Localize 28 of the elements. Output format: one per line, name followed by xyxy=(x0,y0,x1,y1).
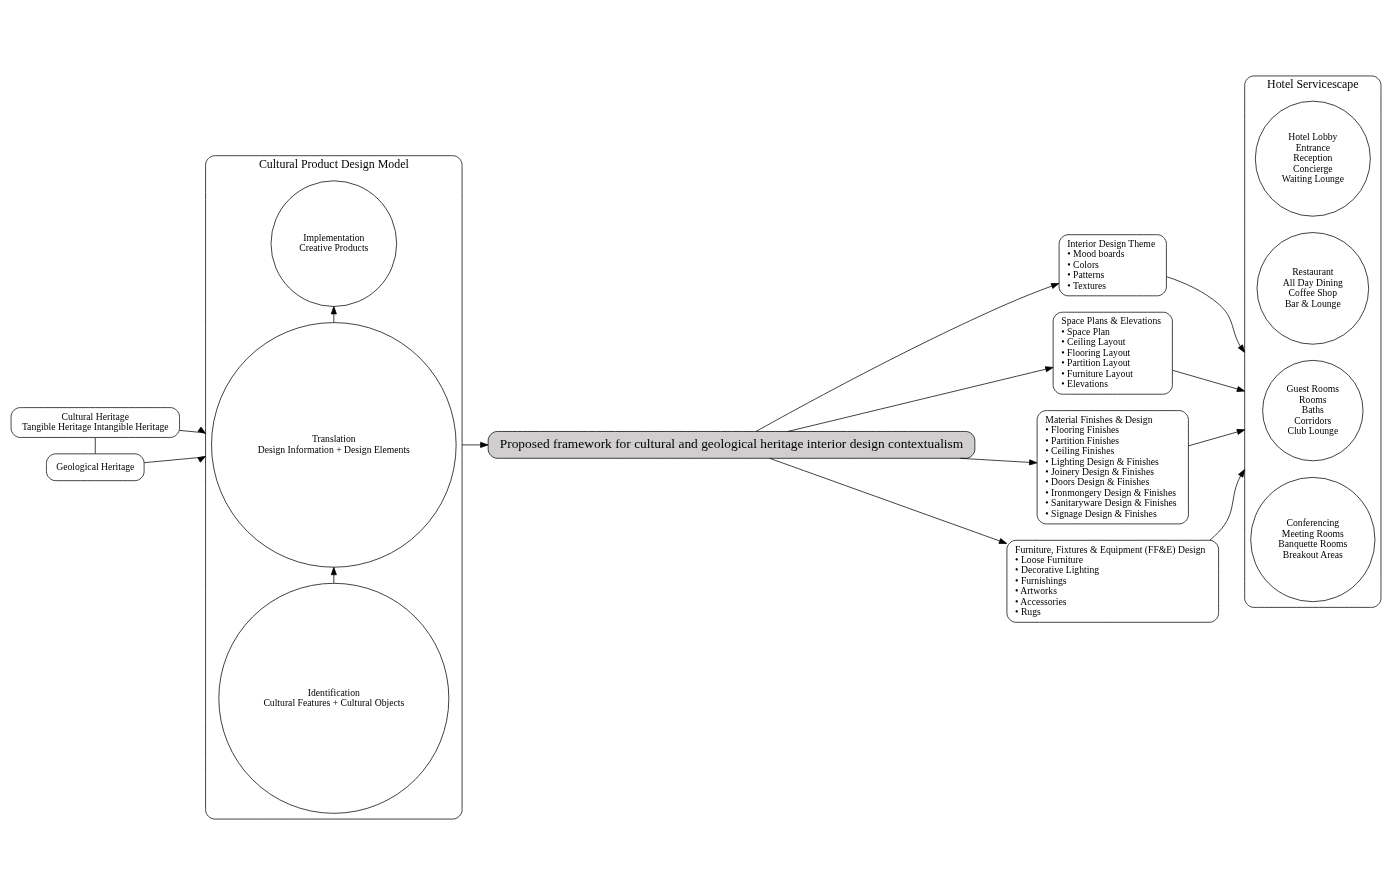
arrow xyxy=(769,457,1008,544)
arrow xyxy=(1209,468,1246,541)
node-box: Proposed framework for cultural and geological heritage interior design contextualism xyxy=(487,430,976,459)
node-circle: Translation Design Information + Design Elements xyxy=(211,321,457,568)
arrow xyxy=(1188,428,1246,446)
arrow xyxy=(1166,275,1246,353)
node-box: Material Finishes & Design • Flooring Finishes • Partition Finishes • Ceiling Finishes • Lighting Design & Finishes • Joinery Design & Finishes • Doors Design & Finishes • Ironmongery Design & Finishes • Sanitaryware Design & Finishes • Signage Design & Finishes xyxy=(1036,409,1189,524)
node-circle: Conferencing Meeting Rooms Banquette Rooms Breakout Areas xyxy=(1250,476,1376,602)
node-circle: Restaurant All Day Dining Coffee Shop Bar & Lounge xyxy=(1256,231,1370,345)
arrow xyxy=(143,455,206,463)
arrow xyxy=(959,457,1038,465)
node-circle: Identification Cultural Features + Cultural Objects xyxy=(218,582,450,814)
node-circle: Guest Rooms Rooms Baths Corridors Club Lounge xyxy=(1262,359,1364,461)
node-box: Geological Heritage xyxy=(46,452,145,481)
node-circle: Implementation Creative Products xyxy=(270,179,398,307)
node-circle: Hotel Lobby Entrance Reception Concierge Waiting Lounge xyxy=(1254,100,1371,217)
arrow xyxy=(461,441,489,448)
connector xyxy=(94,436,96,454)
arrow xyxy=(787,365,1054,432)
node-box: Space Plans & Elevations • Space Plan • Ceiling Layout • Flooring Layout • Partition Layout • Furniture Layout • Elevations xyxy=(1052,311,1173,395)
arrow xyxy=(330,305,337,323)
arrow xyxy=(1172,369,1246,392)
arrow xyxy=(755,282,1060,432)
node-box: Cultural Heritage Tangible Heritage Intangible Heritage xyxy=(10,406,180,438)
node-box: Furniture, Fixtures & Equipment (FF&E) Design • Loose Furniture • Decorative Lighting • Furnishings • Artworks • Accessories • Rugs xyxy=(1006,539,1219,623)
node-box: Interior Design Theme • Mood boards • Colors • Patterns • Textures xyxy=(1058,233,1167,296)
arrow xyxy=(179,426,206,434)
arrow xyxy=(330,566,337,584)
